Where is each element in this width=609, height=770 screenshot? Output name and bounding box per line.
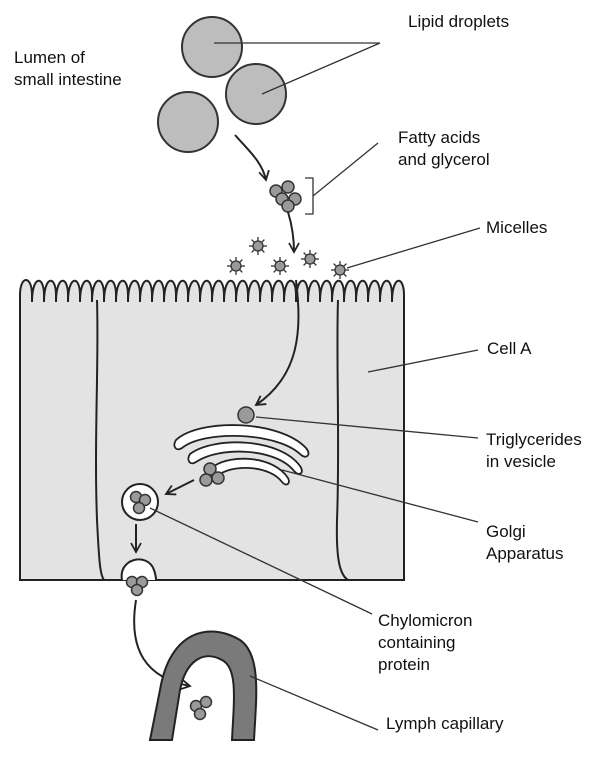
fatty-acid-cluster <box>270 181 301 212</box>
label-lumen: Lumen of small intestine <box>14 47 122 91</box>
label-lipid-droplets: Lipid droplets <box>408 11 509 33</box>
label-lymph-capillary: Lymph capillary <box>386 713 503 735</box>
lipid-droplets <box>158 17 286 152</box>
fatty-acids-bracket <box>305 143 378 214</box>
micelles-leader <box>347 228 480 268</box>
micelle <box>249 237 267 255</box>
label-fatty-acids: Fatty acids and glycerol <box>398 127 490 171</box>
lipid-droplet-3 <box>158 92 218 152</box>
label-micelles: Micelles <box>486 217 547 239</box>
arrow-fatty-acids-to-micelles <box>288 212 294 252</box>
lipid-droplet-1 <box>182 17 242 77</box>
micelle <box>331 261 349 279</box>
label-chylomicron: Chylomicron containing protein <box>378 610 472 676</box>
chylomicron-vesicle <box>122 484 158 520</box>
exocytosis-vesicle <box>122 559 156 595</box>
label-cell-a: Cell A <box>487 338 531 360</box>
arrow-droplets-to-fatty-acids <box>235 135 266 180</box>
lipid-droplet-2 <box>226 64 286 124</box>
micelle <box>271 257 289 275</box>
lymph-capillary-leader <box>250 676 378 730</box>
micelle <box>301 250 319 268</box>
label-golgi: Golgi Apparatus <box>486 521 564 565</box>
label-triglycerides: Triglycerides in vesicle <box>486 429 582 473</box>
micelles <box>227 237 349 279</box>
lymph-capillary <box>150 632 256 740</box>
micelle <box>227 257 245 275</box>
triglyceride-vesicle <box>238 407 254 423</box>
